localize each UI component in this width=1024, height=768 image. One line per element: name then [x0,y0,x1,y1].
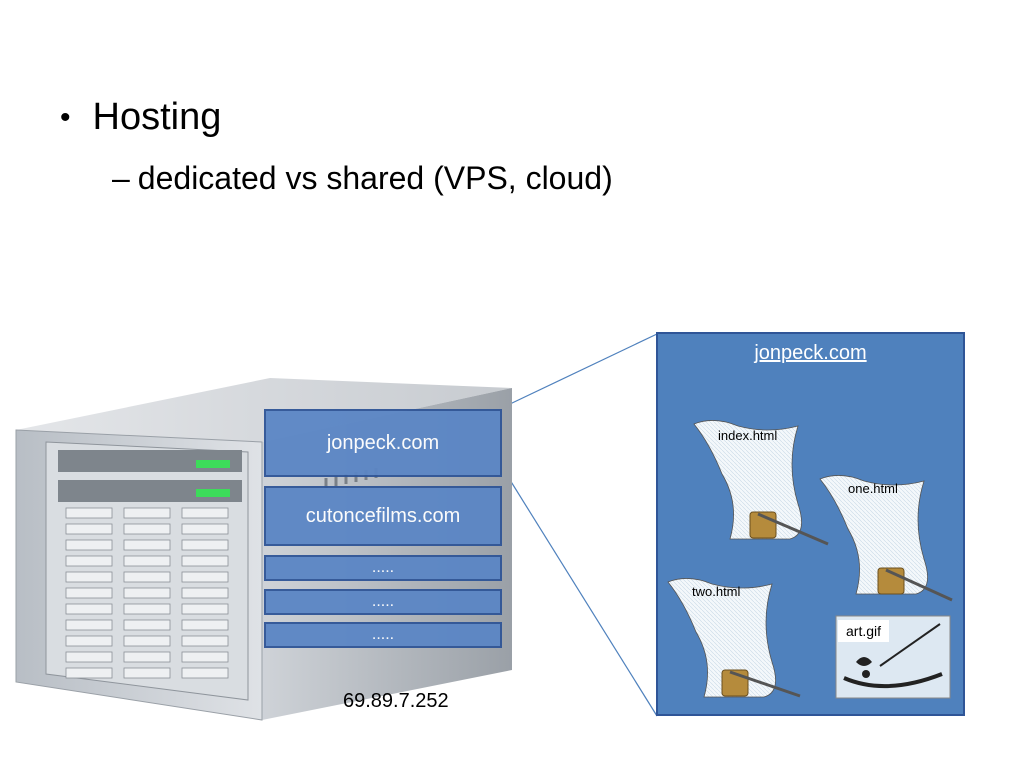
sub-bullet: – dedicated vs shared (VPS, cloud) [112,160,613,197]
bullet-text: Hosting [92,96,222,138]
file-icons [667,420,953,699]
file-label-art: art.gif [838,620,890,642]
file-label-two: two.html [692,584,741,599]
scroll-icon [819,475,953,602]
scroll-icon [667,578,801,698]
panel-title: jonpeck.com [754,342,867,364]
site-box-placeholder: ..... [264,622,502,648]
file-label-one: one.html [848,481,898,496]
site-label: cutoncefilms.com [305,504,461,527]
site-box-jonpeck: jonpeck.com [264,409,502,477]
file-label-index: index.html [718,428,778,443]
site-label: ..... [371,559,395,576]
ip-address: 69.89.7.252 [343,690,449,712]
bullet-dot-icon: • [60,100,71,134]
site-box-placeholder: ..... [264,555,502,581]
site-box-cutoncefilms: cutoncefilms.com [264,486,502,546]
site-label: ..... [371,626,395,643]
scroll-icon [693,420,829,546]
site-detail-panel: jonpeck.com [656,332,965,716]
sub-bullet-text: dedicated vs shared (VPS, cloud) [137,160,613,196]
site-label: jonpeck.com [326,431,440,454]
bullet-hosting: • Hosting [60,96,221,139]
dash-icon: – [112,160,130,196]
site-box-placeholder: ..... [264,589,502,615]
site-label: ..... [371,593,395,610]
